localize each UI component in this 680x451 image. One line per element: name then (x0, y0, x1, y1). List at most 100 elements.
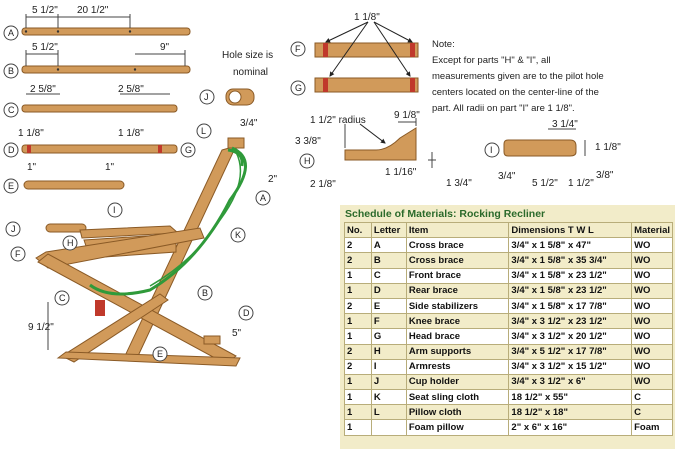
part-j-hole-label-2: nominal (233, 67, 268, 78)
table-cell (370, 419, 407, 436)
table-cell: 2 (344, 252, 372, 269)
part-h: H 1 1/2" radius 9 1/8" 3 3/8" 2 1/8" 1 1… (295, 110, 472, 190)
part-j-letter: J (204, 92, 209, 102)
table-cell: Seat sling cloth (405, 389, 510, 406)
table-cell: Armrests (405, 358, 510, 375)
table-cell: 3/4" x 3 1/2" x 20 1/2" (508, 328, 633, 345)
table-cell: 3/4" x 1 5/8" x 23 1/2" (508, 282, 633, 299)
table-cell: 1 (344, 404, 372, 421)
header-material: Material (631, 221, 673, 239)
table-cell: Cross brace (405, 237, 510, 254)
part-i-dim-5: 1 1/2" (568, 178, 594, 189)
schedule-title: Schedule of Materials: Rocking Recliner (345, 208, 546, 220)
table-cell: C (631, 404, 673, 421)
table-cell: 3/4" x 5 1/2" x 17 7/8" (508, 343, 633, 360)
part-h-dim-end: 1 3/4" (446, 178, 472, 189)
part-g-letter: G (295, 83, 302, 93)
part-b-dim-1: 5 1/2" (32, 42, 58, 53)
note-line-1: Note: (432, 39, 455, 50)
part-i: I 3 1/4" 1 1/8" 3/4" 5 1/2" 1 1/2" 3/8" (484, 119, 621, 189)
part-b: B 5 1/2" 9" (3, 42, 191, 79)
part-i-dim-6: 3/8" (596, 170, 614, 181)
header-item: Item (405, 221, 510, 239)
table-cell: Arm supports (405, 343, 510, 360)
header-no: No. (344, 221, 372, 239)
table-cell: WO (631, 297, 673, 315)
table-cell: Head brace (405, 328, 510, 345)
note-line-5: part. All radii on part "I" are 1 1/8". (432, 103, 575, 114)
table-cell: Foam (631, 419, 673, 436)
assembly-label-b: B (202, 288, 208, 298)
part-e-dim-2: 1" (105, 162, 115, 173)
table-cell: Pillow cloth (405, 404, 510, 421)
part-f-letter: F (295, 44, 301, 54)
table-cell: 2 (344, 343, 372, 360)
part-b-dim-2: 9" (160, 42, 170, 53)
part-b-letter: B (8, 66, 14, 76)
table-cell: 18 1/2" x 55" (508, 389, 633, 406)
part-a: A 5 1/2" 20 1/2" (3, 5, 191, 41)
table-cell: 3/4" x 1 5/8" x 23 1/2" (508, 267, 633, 284)
part-h-dim-radius: 1 1/2" radius (310, 115, 366, 126)
table-cell: WO (631, 358, 673, 375)
table-cell: 1 (344, 419, 372, 436)
part-f-dim: 1 1/8" (354, 12, 380, 23)
table-cell: 1 (344, 282, 372, 299)
note-line-2: Except for parts "H" & "I", all (432, 55, 551, 66)
table-cell: C (370, 267, 407, 284)
assembly-drawing: L G A K I J H F C B D E 2" 9 1/2" 5" (5, 123, 278, 367)
note: Note: Except for parts "H" & "I", all me… (432, 39, 604, 114)
assembly-label-h: H (67, 238, 74, 248)
table-cell: Knee brace (405, 313, 510, 330)
part-j: Hole size is nominal J 3/4" (199, 50, 273, 129)
table-cell: WO (631, 373, 673, 391)
part-j-hole-label-1: Hole size is (222, 50, 273, 61)
schedule-header-row: No. Letter Item Dimensions T W L Materia… (344, 221, 673, 239)
table-cell: 2 (344, 237, 372, 254)
table-cell: WO (631, 267, 673, 284)
part-c-dim-1: 2 5/8" (30, 84, 56, 95)
note-line-4: centers located on the center-line of th… (432, 87, 599, 98)
part-c-dim-2: 2 5/8" (118, 84, 144, 95)
note-line-3: measurements given are to the pilot hole (432, 71, 604, 82)
table-cell: Side stabilizers (405, 297, 510, 315)
table-cell: H (370, 343, 407, 360)
table-cell: 3/4" x 3 1/2" x 15 1/2" (508, 358, 633, 375)
table-cell: WO (631, 328, 673, 345)
schedule-table: No. Letter Item Dimensions T W L Materia… (344, 221, 673, 436)
table-cell: 1 (344, 328, 372, 345)
part-e: E 1" 1" (3, 162, 125, 194)
table-cell: 3/4" x 1 5/8" x 47" (508, 237, 633, 254)
table-cell: D (370, 282, 407, 299)
assembly-dim-2: 2" (268, 174, 278, 185)
part-i-dim-2: 1 1/8" (595, 142, 621, 153)
table-cell: 2" x 6" x 16" (508, 419, 633, 436)
table-cell: C (631, 389, 673, 406)
assembly-label-c: C (59, 293, 66, 303)
assembly-dim-5: 5" (232, 328, 242, 339)
part-i-letter: I (490, 145, 493, 155)
table-cell: G (370, 328, 407, 345)
assembly-label-l: L (201, 126, 206, 136)
part-i-dim-4: 5 1/2" (532, 178, 558, 189)
part-j-dim: 3/4" (240, 118, 258, 129)
table-cell: 1 (344, 373, 372, 391)
table-cell: 18 1/2" x 18" (508, 404, 633, 421)
schedule-of-materials: Schedule of Materials: Rocking Recliner … (340, 205, 675, 449)
part-d: D 1 1/8" 1 1/8" (3, 128, 178, 158)
part-i-dim-3: 3/4" (498, 171, 516, 182)
part-d-dim-2: 1 1/8" (118, 128, 144, 139)
table-cell: L (370, 404, 407, 421)
header-dimensions: Dimensions T W L (508, 221, 633, 239)
table-cell: 3/4" x 3 1/2" x 6" (508, 373, 633, 391)
assembly-label-d: D (243, 308, 250, 318)
part-c-letter: C (8, 105, 15, 115)
assembly-label-j: J (11, 224, 16, 234)
